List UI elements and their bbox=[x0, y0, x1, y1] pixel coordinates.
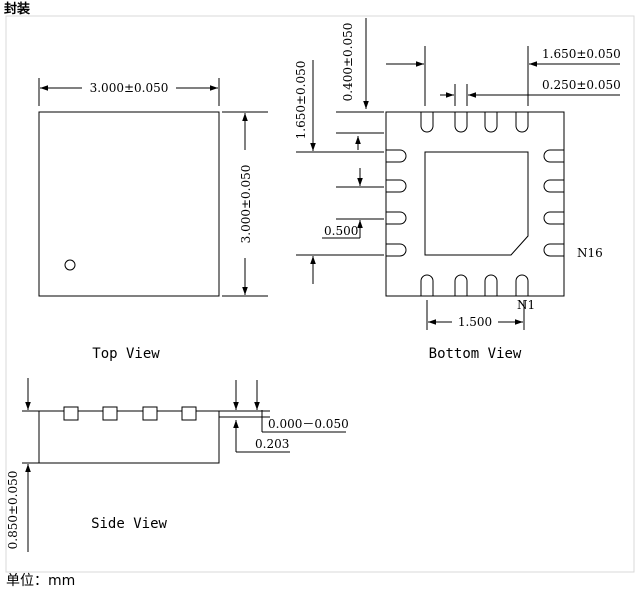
side-height-dim: 0.850±0.050 bbox=[6, 471, 20, 550]
top-view bbox=[38, 78, 268, 297]
pin1-marker bbox=[64, 259, 76, 271]
side-lead bbox=[181, 406, 197, 421]
side-lead bbox=[63, 406, 79, 421]
bottom-pad-width-dim: 1.650±0.050 bbox=[542, 47, 621, 61]
top-view-body bbox=[38, 111, 220, 297]
bottom-pad-length-dim: 0.400±0.050 bbox=[341, 23, 355, 102]
section-heading: 封装 bbox=[4, 2, 31, 17]
bottom-span-dim: 1.500 bbox=[458, 315, 492, 329]
exposed-pad bbox=[424, 151, 529, 256]
unit-label: 单位：mm bbox=[6, 573, 76, 589]
side-view bbox=[22, 378, 346, 552]
bottom-view bbox=[296, 18, 620, 330]
drawing-frame bbox=[5, 15, 635, 573]
side-lead bbox=[102, 406, 118, 421]
pins-bottom bbox=[420, 274, 529, 296]
bottom-view-caption: Bottom View bbox=[429, 346, 522, 362]
pins-top bbox=[420, 112, 529, 133]
bottom-pitch-width-dim: 0.250±0.050 bbox=[542, 78, 621, 92]
side-thickness-dim: 0.203 bbox=[255, 437, 289, 451]
pins-right bbox=[543, 149, 564, 257]
side-view-caption: Side View bbox=[91, 516, 167, 532]
top-height-dim: 3.000±0.050 bbox=[239, 165, 253, 244]
side-standoff-dim: 0.000－0.050 bbox=[268, 417, 349, 431]
bottom-view-body bbox=[385, 111, 565, 297]
side-view-body bbox=[38, 410, 220, 464]
bottom-pad-height-dim: 1.650±0.050 bbox=[294, 61, 308, 140]
pin-label-n16: N16 bbox=[577, 246, 603, 260]
side-lead bbox=[142, 406, 158, 421]
top-view-caption: Top View bbox=[92, 346, 160, 362]
pin-label-n1: N1 bbox=[517, 298, 535, 312]
bottom-pitch-dim: 0.500 bbox=[324, 224, 358, 238]
pins-left bbox=[386, 149, 407, 257]
top-width-dim: 3.000±0.050 bbox=[90, 81, 169, 95]
